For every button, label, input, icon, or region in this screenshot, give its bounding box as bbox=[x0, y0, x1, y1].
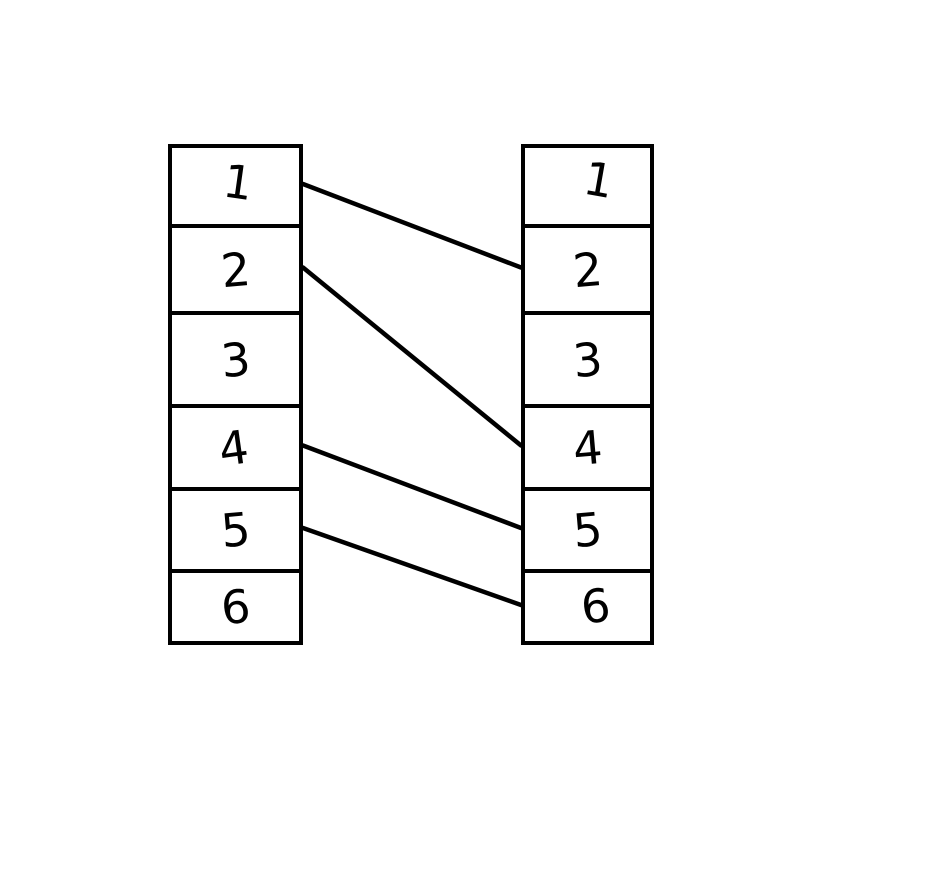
right-column: 1 2 3 4 5 6 bbox=[521, 144, 654, 645]
right-cell-3: 3 bbox=[521, 311, 654, 408]
left-cell-6-label: 6 bbox=[218, 578, 253, 636]
connection-line-5-to-6 bbox=[300, 525, 524, 608]
left-cell-4-label: 4 bbox=[215, 419, 252, 477]
connection-line-1-to-2 bbox=[300, 181, 524, 270]
left-cell-5: 5 bbox=[168, 487, 303, 573]
left-cell-3: 3 bbox=[168, 311, 303, 408]
left-cell-2-label: 2 bbox=[218, 241, 253, 298]
right-cell-3-label: 3 bbox=[570, 331, 605, 388]
right-cell-5-label: 5 bbox=[570, 501, 605, 559]
right-cell-4: 4 bbox=[521, 404, 654, 491]
left-column: 1 2 3 4 5 6 bbox=[168, 144, 303, 645]
right-cell-6-label: 6 bbox=[578, 577, 613, 635]
right-cell-6: 6 bbox=[521, 569, 654, 645]
left-cell-4: 4 bbox=[168, 404, 303, 491]
connection-line-2-to-4 bbox=[300, 265, 524, 448]
right-cell-1-label: 1 bbox=[579, 150, 618, 209]
connection-line-4-to-5 bbox=[300, 443, 524, 531]
left-cell-1: 1 bbox=[168, 144, 303, 228]
left-cell-1-label: 1 bbox=[219, 153, 257, 212]
right-cell-2: 2 bbox=[521, 224, 654, 315]
left-cell-2: 2 bbox=[168, 224, 303, 315]
left-cell-6: 6 bbox=[168, 569, 303, 645]
left-cell-5-label: 5 bbox=[218, 501, 253, 559]
right-cell-5: 5 bbox=[521, 487, 654, 573]
left-cell-3-label: 3 bbox=[218, 331, 253, 388]
right-cell-2-label: 2 bbox=[570, 241, 605, 298]
right-cell-4-label: 4 bbox=[570, 419, 605, 476]
right-cell-1: 1 bbox=[521, 144, 654, 228]
